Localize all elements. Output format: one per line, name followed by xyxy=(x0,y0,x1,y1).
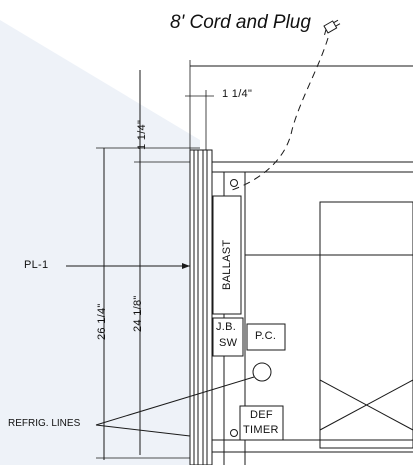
dim-top-horizontal: 1 1/4" xyxy=(222,88,253,100)
sw-label: SW xyxy=(219,337,238,349)
refrig-line-circle xyxy=(252,362,272,382)
dim-overall: 26 1/4" xyxy=(96,303,108,340)
plate-leader-arrow xyxy=(182,263,190,269)
plug-icon xyxy=(323,19,341,36)
ballast-label: BALLAST xyxy=(221,239,233,290)
ballast-box xyxy=(212,195,242,315)
refrig-leader-1 xyxy=(95,376,255,426)
inner-box xyxy=(319,201,413,449)
jb-label: J.B. xyxy=(216,321,237,333)
background-tint xyxy=(0,20,200,465)
mount-circle xyxy=(230,429,238,437)
refrig-label: REFRIG. LINES xyxy=(8,418,81,429)
inner-box-cross xyxy=(319,379,413,431)
dim-inner: 24 1/8" xyxy=(132,295,144,332)
dim-top-vertical: 1 1/4" xyxy=(136,119,148,150)
timer-label: TIMER xyxy=(243,424,279,436)
plate-label: PL-1 xyxy=(24,259,49,271)
mount-circle xyxy=(230,179,238,187)
pc-label: P.C. xyxy=(255,330,277,342)
def-label: DEF xyxy=(250,409,273,421)
def-timer-box xyxy=(239,405,284,441)
panel-wall xyxy=(189,149,213,465)
jb-sw-box xyxy=(212,317,244,357)
diagram-title: 8' Cord and Plug xyxy=(170,12,311,33)
refrig-leader-2 xyxy=(95,424,191,437)
cord-line xyxy=(231,37,329,191)
pc-box xyxy=(246,323,286,351)
